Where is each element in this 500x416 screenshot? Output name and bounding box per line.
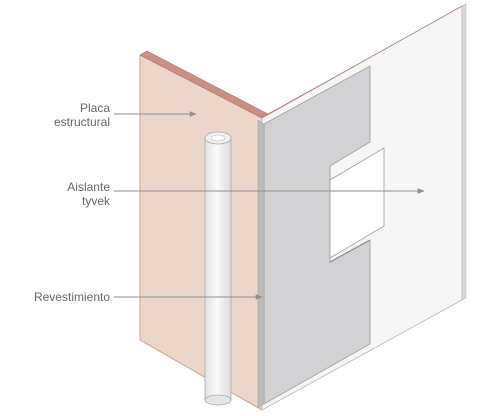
revestimiento-label: Revestimiento — [34, 290, 110, 304]
aislante-tyvek-label: Aislante tyvek — [67, 180, 110, 208]
tyvek-flap — [329, 147, 385, 259]
aislante-label-line2: tyvek — [81, 194, 110, 208]
pipe-bottom — [204, 394, 232, 406]
corner-edge — [257, 119, 265, 409]
right-wall-end-edge — [461, 3, 467, 301]
placa-label-line2: estructural — [53, 115, 110, 129]
aislante-label-line1: Aislante — [67, 180, 110, 194]
placa-estructural-label: Placa estructural — [54, 101, 110, 129]
tyvek-flap-shadow — [329, 239, 371, 263]
pipe-top-inner — [210, 134, 226, 142]
pipe-body — [204, 137, 232, 401]
placa-label-line1: Placa — [79, 101, 110, 115]
revestimiento-label-line1: Revestimiento — [33, 290, 110, 304]
